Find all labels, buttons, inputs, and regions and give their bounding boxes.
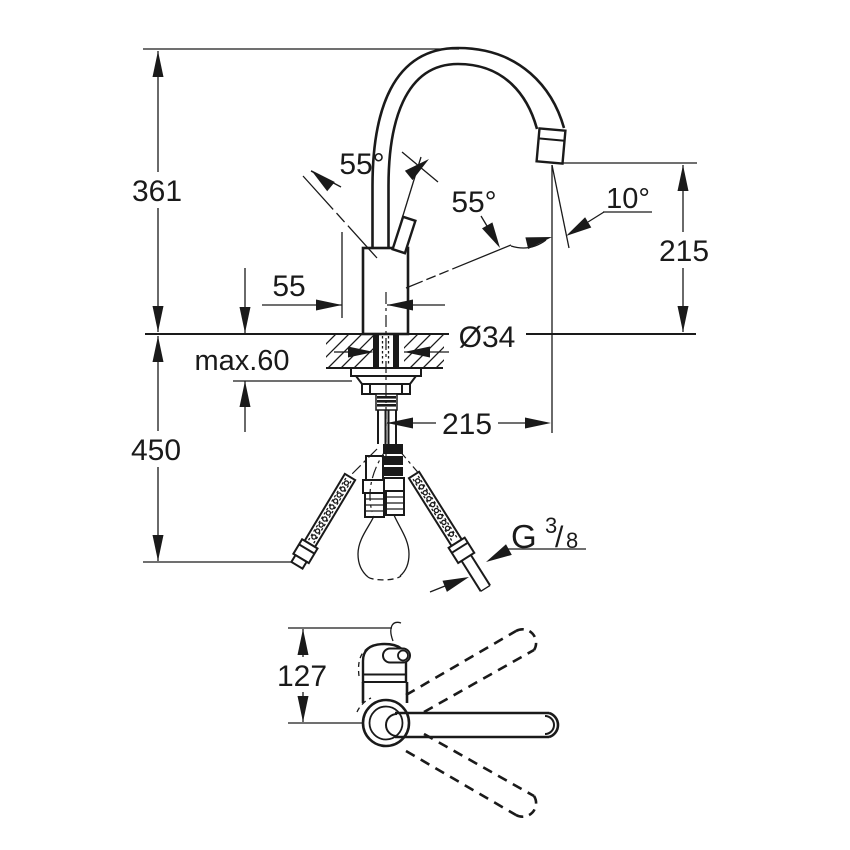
spout-tip — [535, 127, 567, 165]
annotation-lever-angle — [302, 151, 439, 259]
thread-label-slash: / — [555, 521, 564, 554]
dim-label-swivel-angle: 55° — [451, 186, 496, 219]
thread-label-denominator: 8 — [566, 528, 578, 553]
lever-handle — [391, 215, 417, 255]
dim-label-max-deck: max.60 — [194, 345, 289, 377]
supply-hose-left — [290, 472, 357, 571]
dim-label-clearance-below: 450 — [131, 434, 181, 467]
annotation-outlet-angle — [566, 211, 652, 236]
undersink-assembly — [347, 444, 422, 518]
dim-label-lever-offset: 55 — [272, 270, 305, 303]
dim-label-lever-angle: 55° — [339, 148, 384, 181]
dim-label-lever-clearance: 127 — [277, 660, 327, 693]
annotation-thread: G 3 / 8 — [429, 513, 586, 593]
extension-lines — [143, 48, 697, 563]
spout-inner-curve — [387, 62, 539, 252]
spout-top-view-solid — [385, 711, 560, 739]
top-view: 127 — [271, 621, 560, 818]
top-view-labels: 127 — [271, 657, 334, 693]
dimension-max60 — [239, 268, 251, 432]
lever-tip-hook — [390, 621, 402, 642]
thread-label-numerator: 3 — [545, 513, 557, 538]
front-view-labels: 361 450 max.60 55 55° 55° 10° 215 Ø34 21… — [123, 148, 717, 467]
spout-top-view-swivel-range — [405, 628, 538, 818]
top-view-body — [356, 621, 411, 748]
dimension-55 — [262, 299, 445, 311]
dim-label-outlet-angle: 10° — [606, 183, 650, 215]
dim-label-outlet-height: 215 — [659, 235, 709, 268]
dim-label-total-height: 361 — [132, 175, 182, 208]
dim-label-spout-reach: 215 — [442, 408, 492, 441]
dim-label-hole-diameter: Ø34 — [459, 321, 516, 354]
annotation-swivel-angle — [405, 215, 552, 289]
hose-fitting-right — [447, 536, 476, 565]
front-view: G 3 / 8 361 450 max.60 55 55° 55° 10° 21… — [123, 46, 717, 593]
thread-label-prefix: G — [511, 518, 537, 555]
spout-outer-curve — [371, 46, 566, 252]
supply-hose-right — [407, 470, 491, 592]
pullout-hose-weight — [357, 514, 410, 581]
dimension-215-reach — [387, 417, 551, 429]
